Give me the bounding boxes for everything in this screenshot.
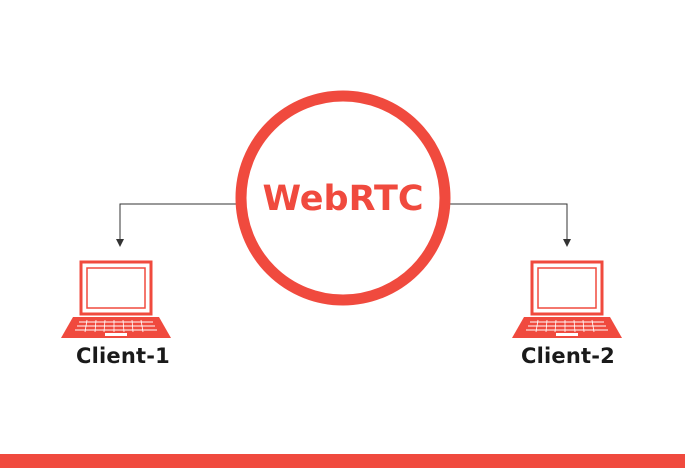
webrtc-label: WebRTC: [262, 179, 423, 219]
bottom-accent-bar: [0, 454, 685, 468]
connector-to-client-1: [116, 203, 240, 247]
laptop-icon: [512, 260, 622, 338]
client-1-label: Client-1: [76, 344, 170, 368]
laptop-icon: [61, 260, 171, 338]
webrtc-circle: [235, 90, 451, 306]
client-2-label: Client-2: [521, 344, 615, 368]
connector-to-client-2: [448, 203, 571, 247]
